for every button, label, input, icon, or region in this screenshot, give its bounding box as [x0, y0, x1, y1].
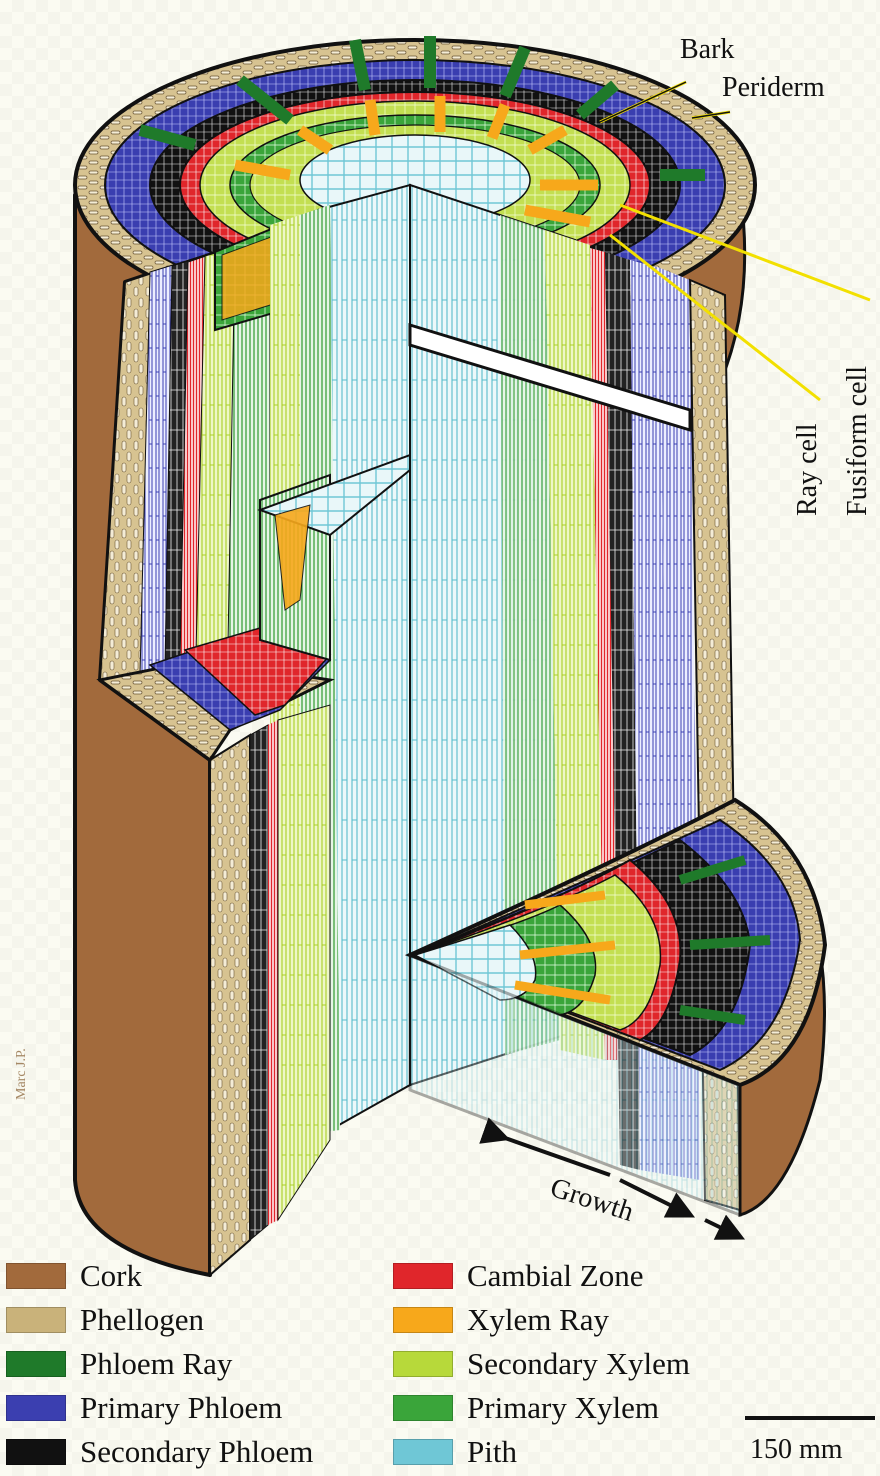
legend-swatch — [393, 1395, 453, 1421]
legend-swatch — [393, 1263, 453, 1289]
right-step-surface — [408, 322, 692, 433]
legend-label: Phellogen — [80, 1302, 204, 1337]
legend-item-primary-xylem: Primary Xylem — [393, 1388, 659, 1428]
radial-section-lower-left — [209, 704, 331, 1278]
growth-arrows — [479, 1117, 746, 1240]
legend-label: Pith — [467, 1434, 517, 1469]
fusiform-cell-label: Fusiform cell — [842, 365, 873, 516]
bark-label: Bark — [680, 34, 735, 65]
legend-label: Phloem Ray — [80, 1346, 233, 1381]
legend-swatch — [6, 1263, 66, 1289]
legend-item-pith: Pith — [393, 1432, 517, 1472]
legend-item-primary-phloem: Primary Phloem — [6, 1388, 282, 1428]
bottom-wedge — [404, 797, 828, 1218]
legend-item-xylem-ray: Xylem Ray — [393, 1300, 609, 1340]
legend-label: Secondary Xylem — [467, 1346, 690, 1381]
author-credit: Marc J.P. — [14, 1048, 29, 1100]
step-ledge — [96, 453, 411, 763]
legend-swatch — [393, 1439, 453, 1465]
legend-item-cambial-zone: Cambial Zone — [393, 1256, 643, 1296]
legend-label: Secondary Phloem — [80, 1434, 314, 1469]
legend-swatch — [6, 1351, 66, 1377]
periderm-label: Periderm — [722, 72, 825, 103]
legend-label: Primary Xylem — [467, 1390, 659, 1425]
legend-label: Cork — [80, 1258, 142, 1293]
legend-item-phloem-ray: Phloem Ray — [6, 1344, 232, 1384]
legend-swatch — [6, 1395, 66, 1421]
ray-cell-label: Ray cell — [792, 423, 823, 516]
legend-item-secondary-phloem: Secondary Phloem — [6, 1432, 313, 1472]
legend-label: Primary Phloem — [80, 1390, 283, 1425]
legend-item-cork: Cork — [6, 1256, 142, 1296]
legend-swatch — [6, 1439, 66, 1465]
legend-swatch — [6, 1307, 66, 1333]
legend-label: Xylem Ray — [467, 1302, 610, 1337]
legend-label: Cambial Zone — [467, 1258, 644, 1293]
legend-swatch — [393, 1351, 453, 1377]
legend-item-phellogen: Phellogen — [6, 1300, 204, 1340]
legend-item-secondary-xylem: Secondary Xylem — [393, 1344, 690, 1384]
scale-bar-label: 150 mm — [750, 1434, 843, 1465]
legend-swatch — [393, 1307, 453, 1333]
